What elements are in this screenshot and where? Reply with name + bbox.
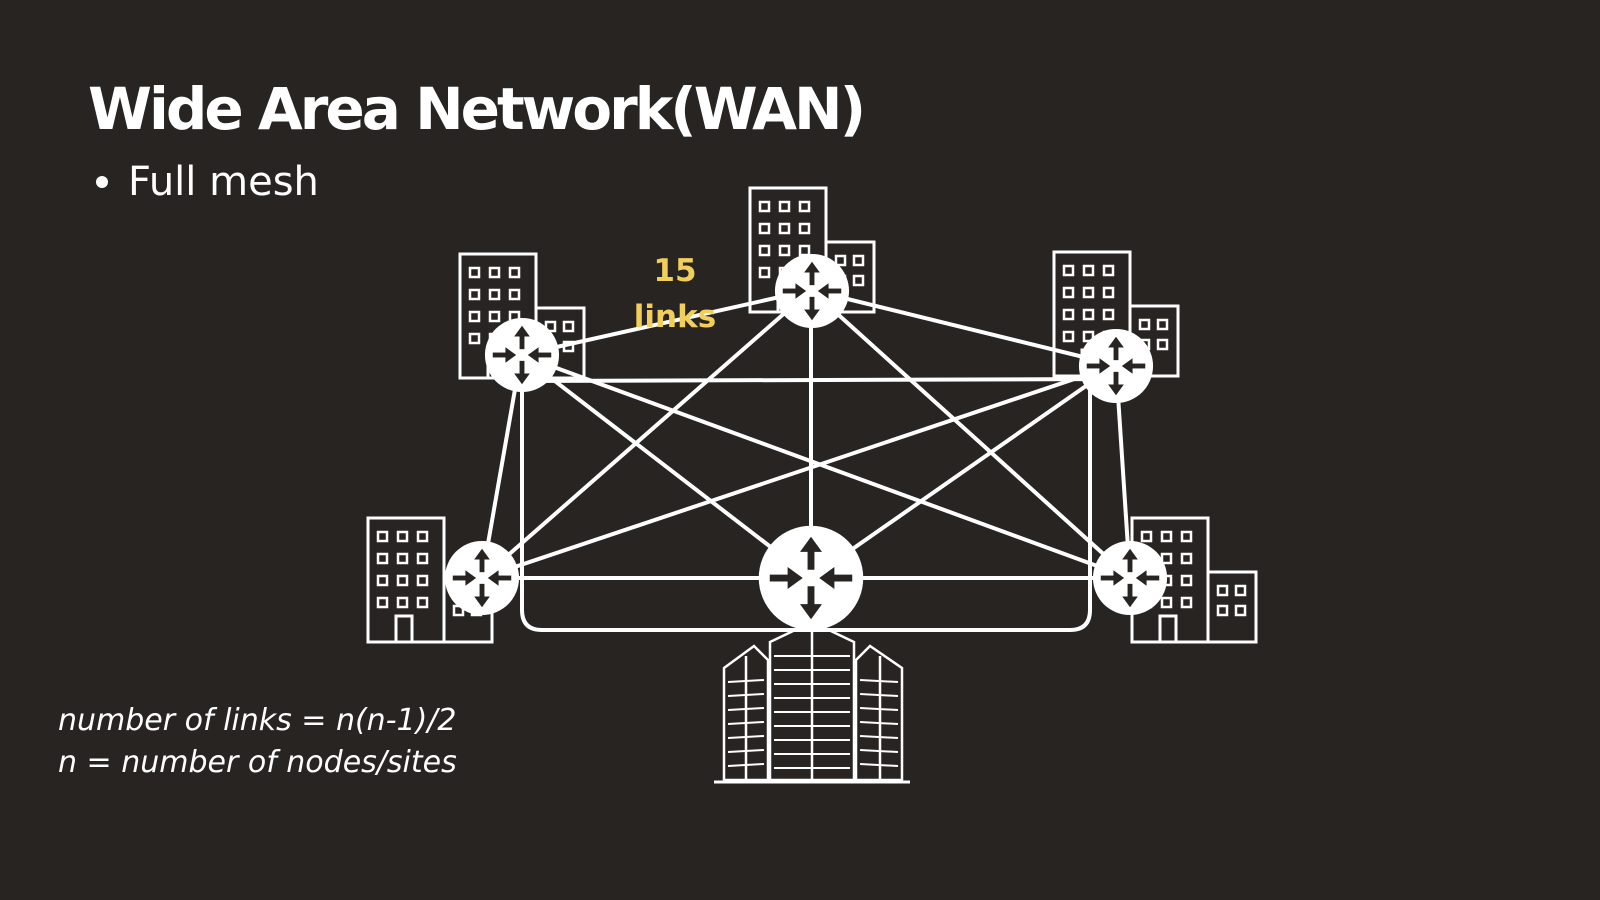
links-count-unit: links — [633, 299, 717, 335]
formula-block: number of links = n(n-1)/2 n = number of… — [58, 700, 457, 784]
links-count-callout: 15 links — [610, 248, 740, 340]
link — [810, 288, 1117, 367]
formula-line-definition: n = number of nodes/sites — [58, 745, 457, 780]
bullet-dot-icon — [96, 176, 108, 188]
link — [520, 353, 1131, 580]
router-icon — [775, 254, 849, 328]
link — [480, 288, 813, 580]
router-icon — [485, 318, 559, 392]
router-icon — [1093, 541, 1167, 615]
link — [520, 377, 1117, 383]
links-count-number: 15 — [653, 253, 697, 289]
link — [809, 363, 1118, 580]
slide-title: Wide Area Network(WAN) — [88, 75, 866, 143]
router-icon — [759, 526, 864, 631]
bullet-item: Full mesh — [96, 158, 319, 206]
link — [520, 288, 812, 357]
link — [809, 288, 1132, 580]
link — [481, 363, 1117, 580]
router-icon — [445, 541, 519, 615]
router-icon — [1079, 329, 1153, 403]
link — [519, 353, 813, 580]
formula-line-links: number of links = n(n-1)/2 — [58, 703, 457, 738]
bullet-text: Full mesh — [128, 159, 319, 205]
link — [480, 354, 523, 579]
skyscraper-icon — [714, 620, 910, 784]
